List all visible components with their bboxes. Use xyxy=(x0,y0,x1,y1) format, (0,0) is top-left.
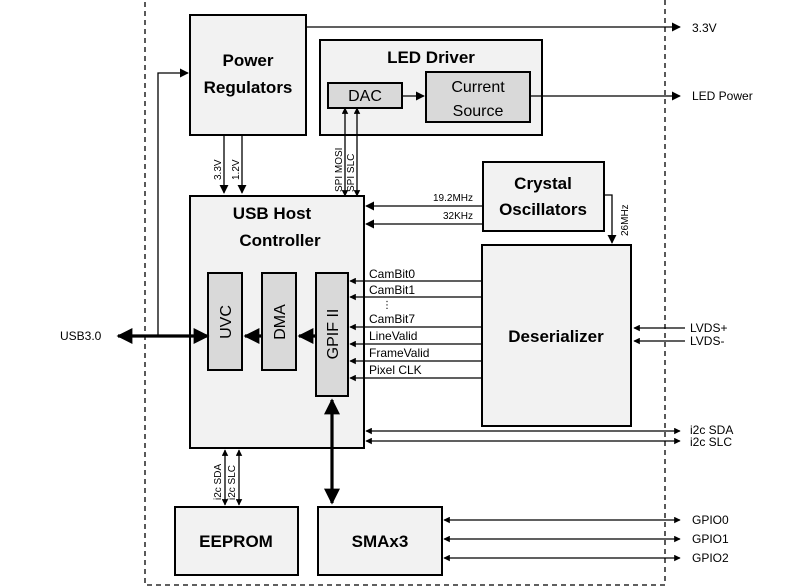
cambit7-label: CamBit7 xyxy=(369,312,415,326)
deserializer-label: Deserializer xyxy=(508,327,604,346)
current-source-label-2: Source xyxy=(453,103,504,120)
led-driver-label: LED Driver xyxy=(387,48,475,67)
cambit1-label: CamBit1 xyxy=(369,283,415,297)
eeprom-label: EEPROM xyxy=(199,532,273,551)
clk-192mhz-label: 19.2MHz xyxy=(433,193,473,204)
spi-slc-label: SPI SLC xyxy=(346,154,357,192)
usb-host-label-1: USB Host xyxy=(233,204,312,223)
clk-26mhz-arrow xyxy=(604,194,617,244)
usb30-label: USB3.0 xyxy=(60,329,102,343)
v33-rail-label: 3.3V xyxy=(213,159,224,180)
usb-power-feed-line xyxy=(157,68,189,336)
crystal-oscillators-block xyxy=(482,161,605,232)
bus-ellipsis: ⋮ xyxy=(382,300,392,311)
cambit0-label: CamBit0 xyxy=(369,267,415,281)
framevalid-label: FrameValid xyxy=(369,346,429,360)
dma-label: DMA xyxy=(272,304,289,340)
eeprom-i2c-slc-label: i2c SLC xyxy=(227,465,238,500)
deserializer-block xyxy=(481,244,632,427)
crystal-oscillators-label-2: Oscillators xyxy=(499,200,587,219)
uvc-label: UVC xyxy=(218,305,235,339)
clk-32khz-label: 32KHz xyxy=(443,211,473,222)
spi-mosi-label: SPI MOSI xyxy=(334,148,345,192)
eeprom-block xyxy=(174,506,299,576)
power-regulators-label-2: Regulators xyxy=(204,78,293,97)
crystal-oscillators-label-1: Crystal xyxy=(514,174,572,193)
sma-label: SMAx3 xyxy=(352,532,409,551)
gpio1-label: GPIO1 xyxy=(692,532,729,546)
power-regulators-label-1: Power xyxy=(222,51,273,70)
v33-output-label: 3.3V xyxy=(692,21,717,35)
lvds-minus-label: LVDS- xyxy=(690,334,724,348)
clk-26mhz-label: 26MHz xyxy=(620,204,631,236)
gpio0-label: GPIO0 xyxy=(692,513,729,527)
linevalid-label: LineValid xyxy=(369,329,417,343)
current-source-block xyxy=(425,71,531,123)
usb-host-label-2: Controller xyxy=(239,231,321,250)
i2c-slc-label: i2c SLC xyxy=(690,435,732,449)
gpif-label: GPIF II xyxy=(325,309,342,360)
lvds-plus-label: LVDS+ xyxy=(690,321,727,335)
sma-block xyxy=(317,506,443,576)
led-power-label: LED Power xyxy=(692,89,753,103)
board-outline xyxy=(144,0,666,586)
i2c-sda-label: i2c SDA xyxy=(690,423,733,437)
v12-rail-label: 1.2V xyxy=(231,159,242,180)
dac-label: DAC xyxy=(348,88,382,105)
dac-block xyxy=(327,82,403,109)
current-source-label-1: Current xyxy=(451,79,505,96)
gpio2-label: GPIO2 xyxy=(692,551,729,565)
power-regulators-block xyxy=(189,14,307,136)
eeprom-i2c-sda-label: i2c SDA xyxy=(213,464,224,500)
uvc-block xyxy=(207,272,243,371)
dma-block xyxy=(261,272,297,371)
pixelclk-label: Pixel CLK xyxy=(369,363,422,377)
